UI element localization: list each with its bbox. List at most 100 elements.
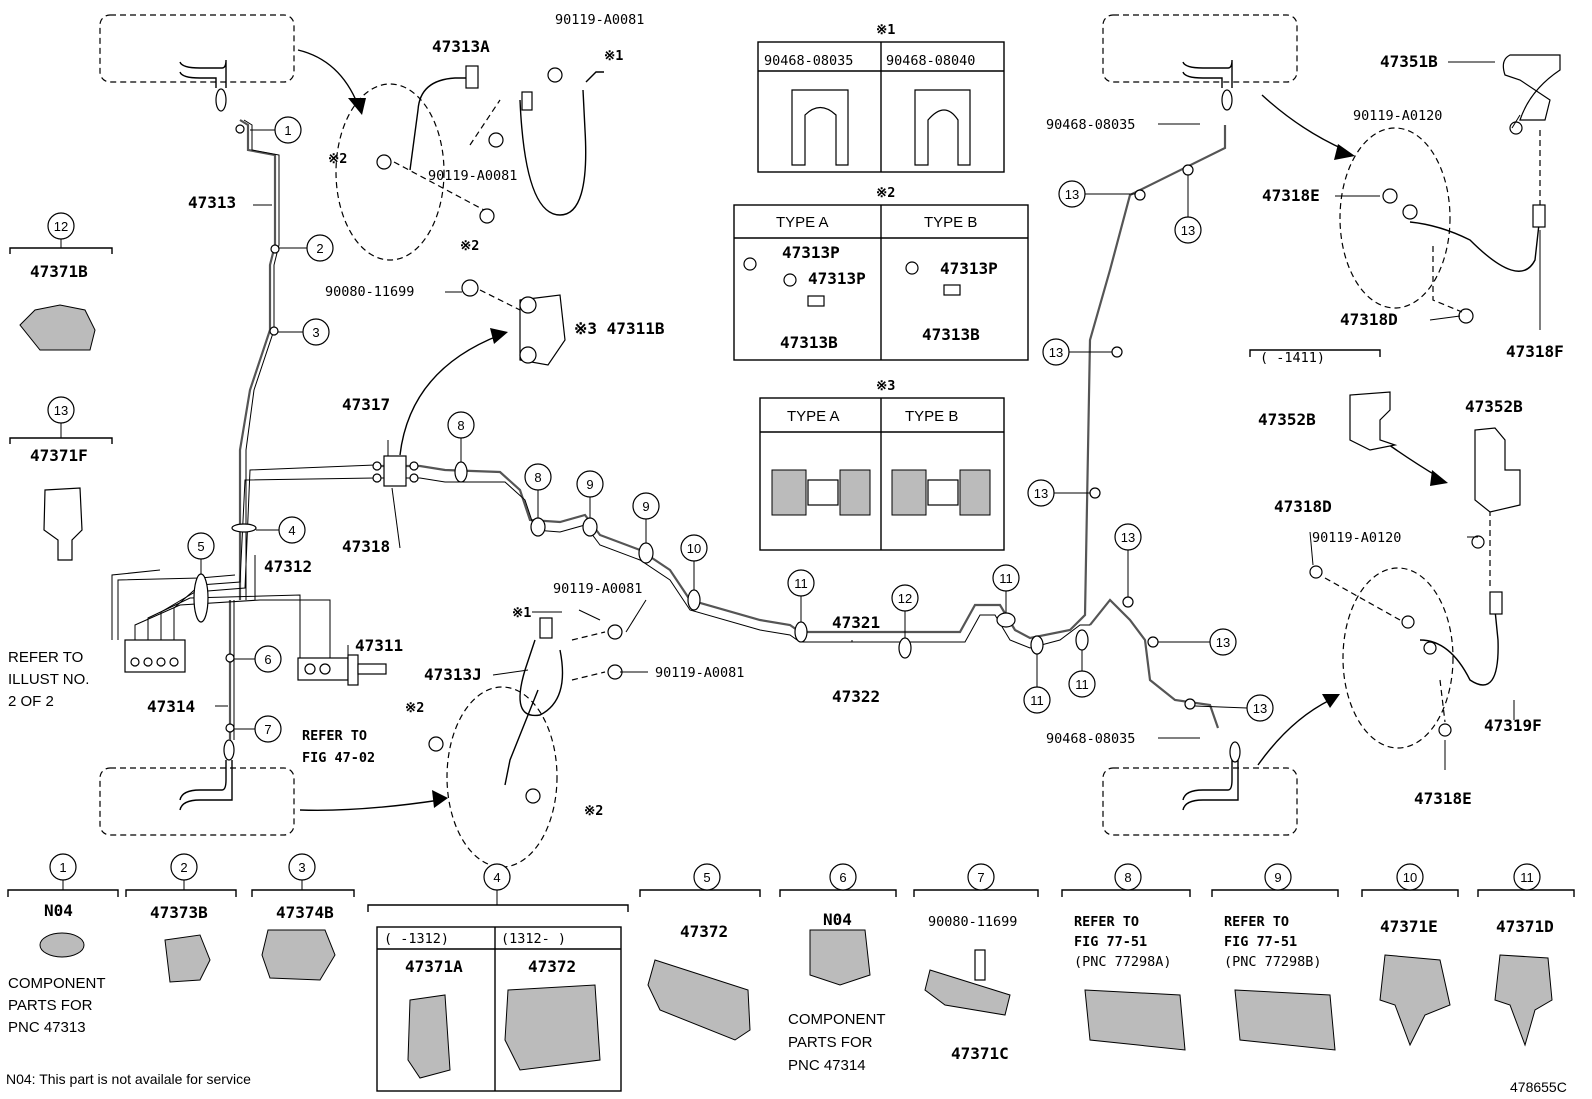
- bottom-8-line2: FIG 77-51: [1074, 934, 1147, 950]
- bottom-7-top: 90080-11699: [928, 914, 1017, 930]
- callout-10-a-text: 10: [687, 541, 701, 556]
- callout-circles: 1 2 3 4 5 6 7 8 8 9 9 10 11 12 11 11 11 …: [47, 116, 1541, 905]
- label-47321: 47321: [832, 613, 880, 632]
- label-47318e-top: 47318E: [1262, 186, 1320, 205]
- label-47318: 47318: [342, 537, 390, 556]
- bracket-47352B-left: [1349, 391, 1398, 451]
- label-refer-illust-1: REFER TO: [8, 649, 83, 666]
- callout-1-bottom: 1: [49, 853, 77, 881]
- bottom-4-range-b: (1312- ): [501, 931, 566, 947]
- front-right-detail: [1339, 54, 1561, 324]
- table-mark2-a-part3: 47313B: [780, 333, 838, 352]
- label-47318e-bot: 47318E: [1414, 789, 1472, 808]
- table-mark1-title: ※1: [876, 22, 895, 38]
- label-mark2-b: ※2: [460, 238, 479, 254]
- callout-1-bottom-text: 1: [59, 860, 66, 875]
- callout-12-left: 12: [47, 212, 75, 240]
- callout-11-d: 11: [1068, 670, 1096, 698]
- bottom-8-line1: REFER TO: [1074, 914, 1139, 930]
- label-47317: 47317: [342, 395, 390, 414]
- bottom-5-part: 47372: [680, 922, 728, 941]
- callout-12-left-text: 12: [54, 219, 68, 234]
- callout-8-bottom-text: 8: [1124, 870, 1131, 885]
- callout-5-a-text: 5: [197, 539, 204, 554]
- callout-10-bottom: 10: [1396, 863, 1424, 891]
- callout-8-a-text: 8: [457, 418, 464, 433]
- bottom-1-note3: PNC 47313: [8, 1019, 86, 1036]
- bottom-9-line2: FIG 77-51: [1224, 934, 1297, 950]
- callout-13-c: 13: [1042, 338, 1070, 366]
- label-mark1-bottom: ※1: [512, 605, 531, 621]
- callout-13-left-text: 13: [54, 403, 68, 418]
- callout-3-a-text: 3: [312, 325, 319, 340]
- callout-13-d: 13: [1027, 479, 1055, 507]
- callout-13-a-text: 13: [1065, 187, 1079, 202]
- callout-6-bottom: 6: [829, 863, 857, 891]
- callout-7-a: 7: [254, 715, 282, 743]
- table-mark2: [733, 204, 1029, 361]
- label-47311: 47311: [355, 636, 403, 655]
- label-47371b: 47371B: [30, 262, 88, 281]
- callout-11-a: 11: [787, 569, 815, 597]
- label-90468-08035-top: 90468-08035: [1046, 117, 1135, 133]
- callout-13-f: 13: [1209, 628, 1237, 656]
- label-47371f: 47371F: [30, 446, 88, 465]
- label-mark2-d: ※2: [584, 803, 603, 819]
- rear-right-wheel-box: [1102, 741, 1298, 836]
- callout-6-bottom-text: 6: [839, 870, 846, 885]
- bottom-11-part: 47371D: [1496, 917, 1554, 936]
- rear-left-wheel-box: [99, 739, 295, 836]
- bottom-6-note1: COMPONENT: [788, 1011, 886, 1028]
- label-47318d-mid: 47318D: [1274, 497, 1332, 516]
- callout-11-d-text: 11: [1075, 677, 1089, 692]
- callout-10-a: 10: [680, 534, 708, 562]
- label-90119-a0081-b2: 90119-A0081: [655, 665, 744, 681]
- callout-13-b: 13: [1174, 216, 1202, 244]
- callout-9-b: 9: [632, 492, 660, 520]
- bottom-1-note2: PARTS FOR: [8, 997, 93, 1014]
- bottom-row-part-drawings: [39, 929, 1553, 1079]
- table-mark2-type-a: TYPE A: [776, 214, 829, 231]
- callout-8-bottom: 8: [1114, 863, 1142, 891]
- callout-2-bottom-text: 2: [180, 860, 187, 875]
- label-refer-fig-2: FIG 47-02: [302, 750, 375, 766]
- label-90119-a0081-mid: 90119-A0081: [428, 168, 517, 184]
- table-mark2-a-part2: 47313P: [808, 269, 866, 288]
- front-left-wheel-box: [99, 14, 295, 112]
- label-mark2-c: ※2: [405, 700, 424, 716]
- callout-5-bottom: 5: [693, 863, 721, 891]
- callout-11-bottom-text: 11: [1520, 870, 1534, 885]
- label-90119-a0120-top: 90119-A0120: [1353, 108, 1442, 124]
- callout-13-e-text: 13: [1121, 530, 1135, 545]
- table-mark3-type-b: TYPE B: [905, 408, 958, 425]
- callout-13-d-text: 13: [1034, 486, 1048, 501]
- callout-9-bottom-text: 9: [1274, 870, 1281, 885]
- callout-9-bottom: 9: [1264, 863, 1292, 891]
- callout-4-a: 4: [278, 516, 306, 544]
- callout-6-a: 6: [254, 645, 282, 673]
- callout-8-b-text: 8: [534, 470, 541, 485]
- bottom-9-line3: (PNC 77298B): [1224, 954, 1322, 970]
- bracket-47311B: [461, 279, 566, 366]
- bottom-7-bot: 47371C: [951, 1044, 1009, 1063]
- callout-11-b-text: 11: [999, 571, 1013, 586]
- bottom-4-part-a: 47371A: [405, 957, 463, 976]
- left-part-12: [9, 247, 113, 351]
- callout-13-left: 13: [47, 396, 75, 424]
- label-47319f: 47319F: [1484, 716, 1542, 735]
- callout-2-a: 2: [306, 234, 334, 262]
- callout-5-bottom-text: 5: [703, 870, 710, 885]
- bottom-4-range-a: ( -1312): [384, 931, 449, 947]
- callout-9-a-text: 9: [586, 477, 593, 492]
- callout-5-a: 5: [187, 532, 215, 560]
- label-90119-a0081-top: 90119-A0081: [555, 12, 644, 28]
- label-47313j: 47313J: [424, 665, 482, 684]
- label-90119-a0120-mid: 90119-A0120: [1312, 530, 1401, 546]
- label-refer-fig-1: REFER TO: [302, 728, 367, 744]
- callout-10-bottom-text: 10: [1403, 870, 1417, 885]
- callout-11-bottom: 11: [1513, 863, 1541, 891]
- footer-n04-note: N04: This part is not availale for servi…: [6, 1071, 251, 1087]
- text-labels: 90119-A0081 47313A ※1 ※2 90119-A0081 ※2 …: [6, 12, 1567, 1095]
- bottom-1-code: N04: [44, 901, 73, 920]
